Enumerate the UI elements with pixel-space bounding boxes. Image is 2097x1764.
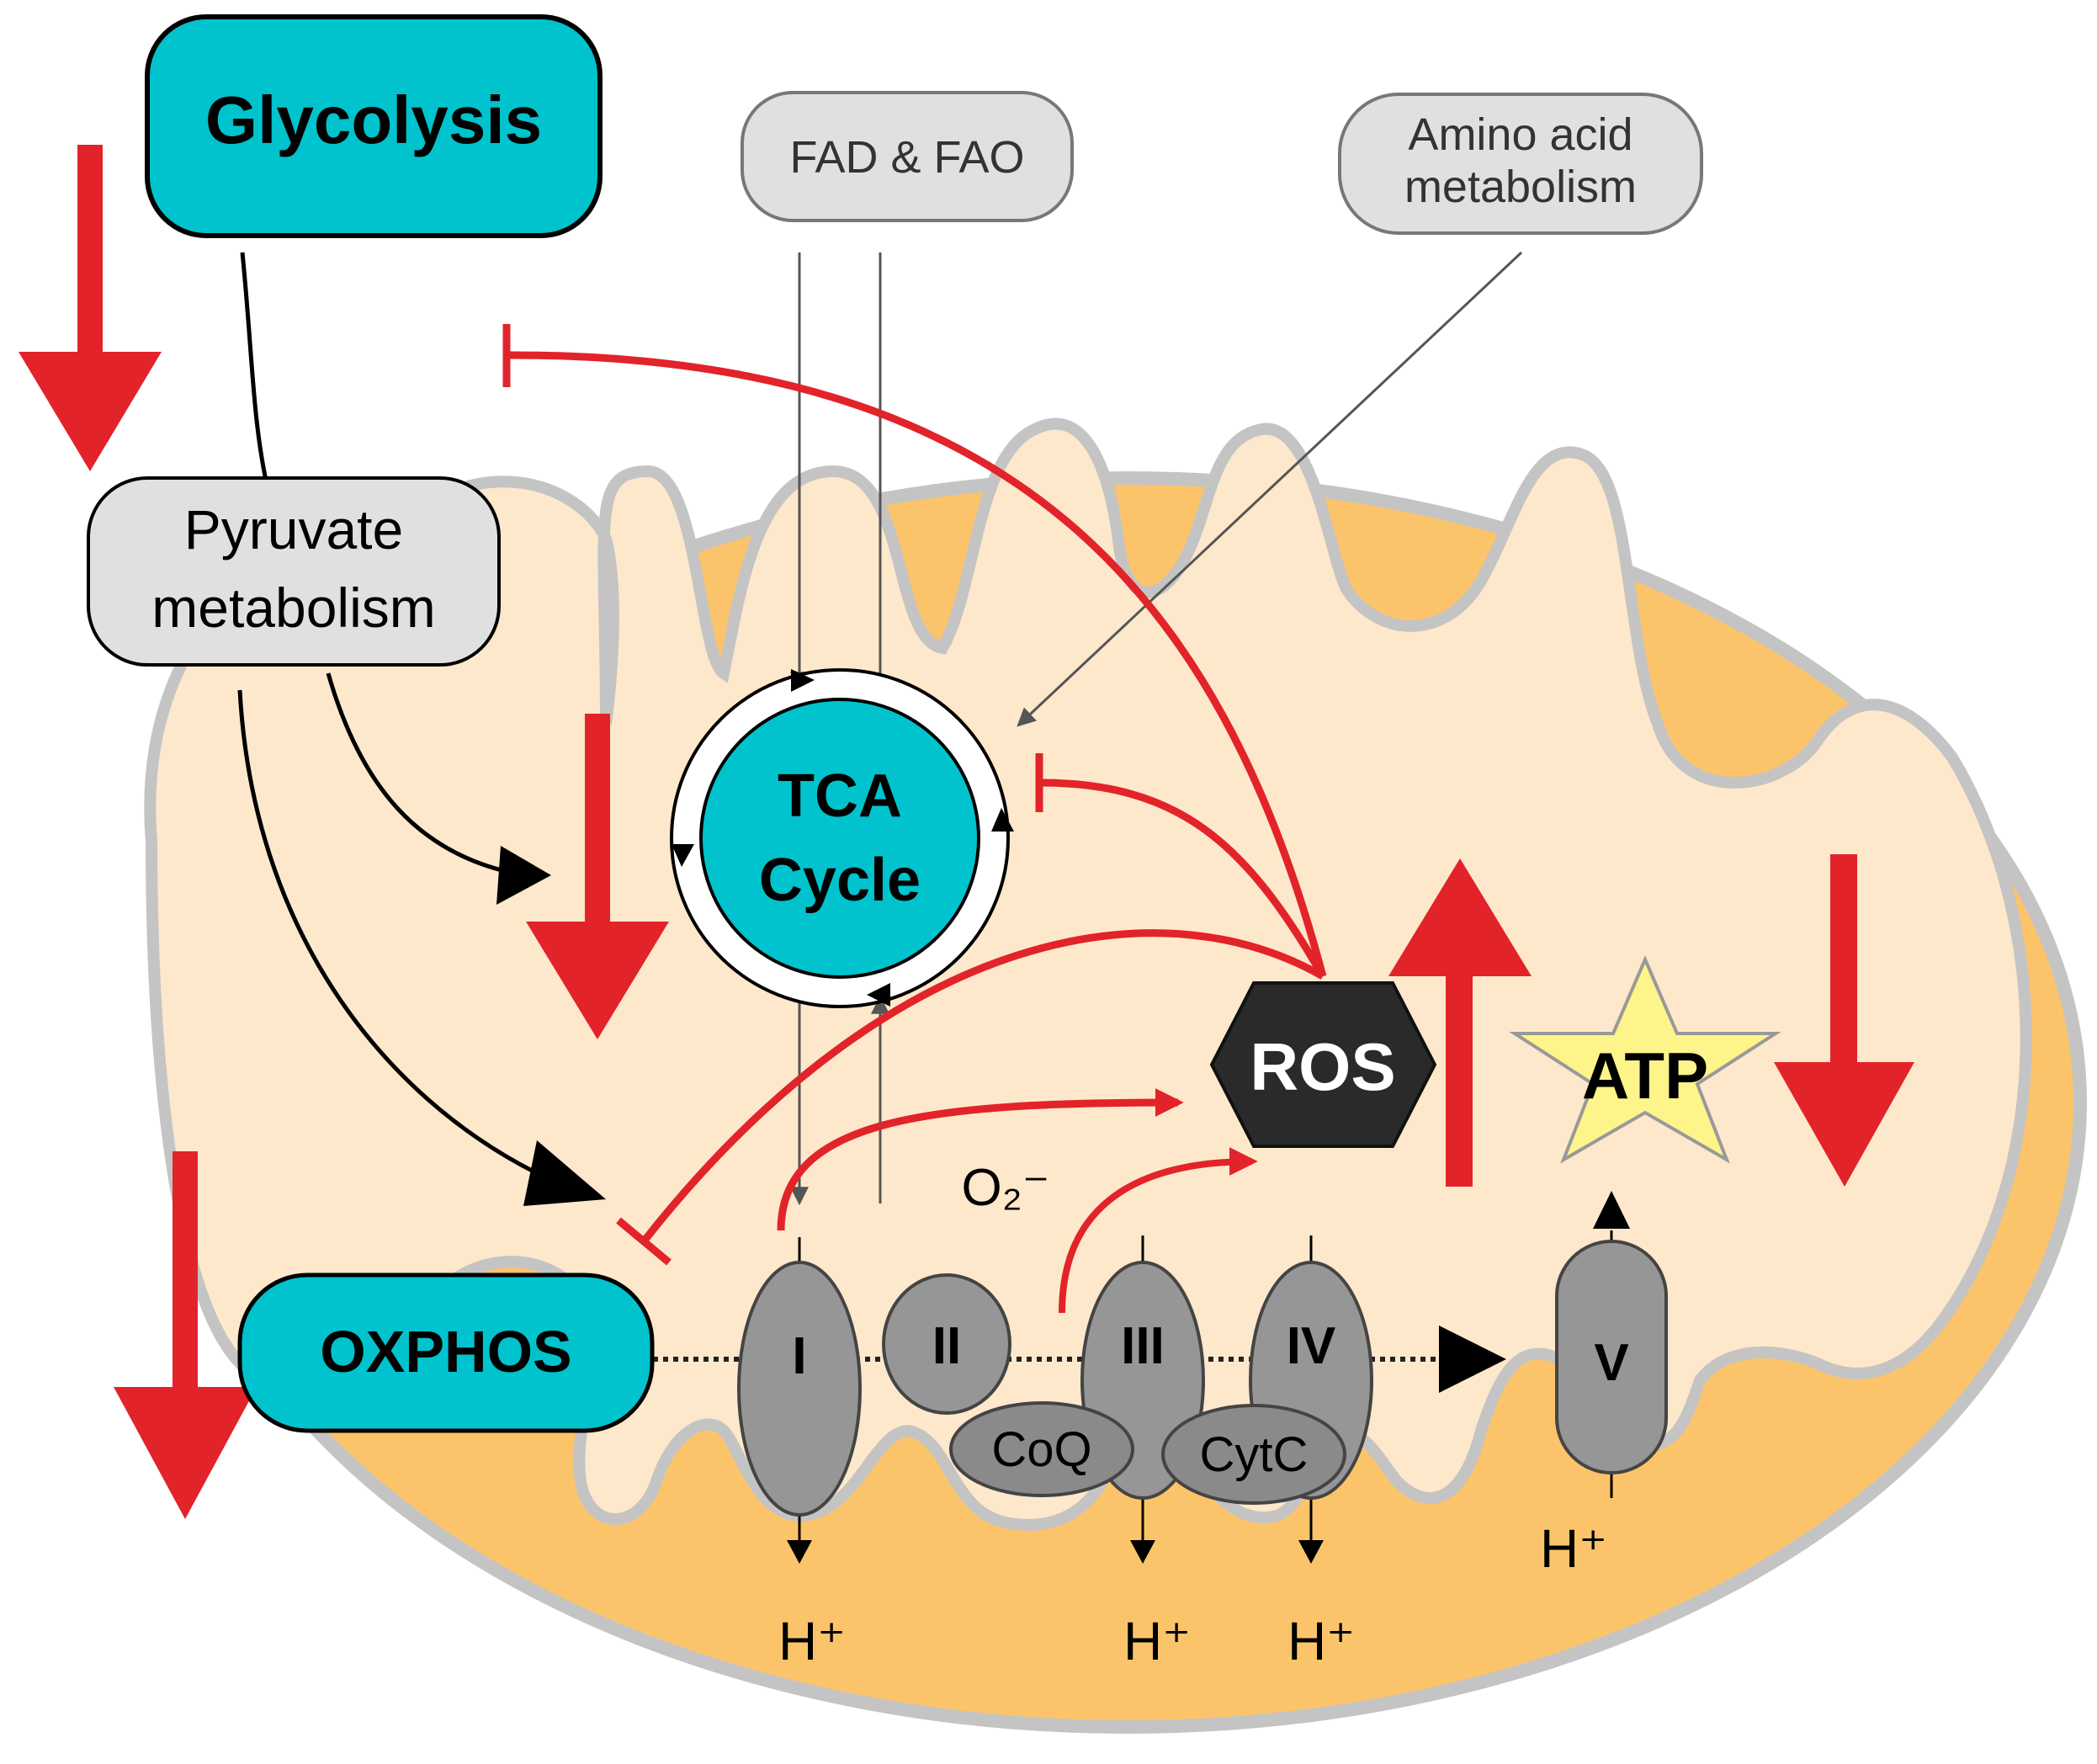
proton-label-I: H⁺ [778, 1611, 846, 1671]
ros-label: ROS [1250, 1029, 1395, 1104]
pyruvate-node: Pyruvate metabolism [87, 476, 501, 667]
cytc-label: CytC [1200, 1427, 1309, 1482]
atp-node: ATP [1509, 954, 1781, 1164]
tca-label-line1: TCA [778, 762, 902, 830]
oxphos-node: OXPHOS [237, 1273, 655, 1433]
superoxide-label: O₂⁻ [961, 1159, 1049, 1217]
trend-arrows [19, 145, 1914, 1519]
complex-V-label: V [1594, 1334, 1628, 1392]
glycolysis-down-arrow [19, 145, 162, 471]
glycolysis-label: Glycolysis [205, 82, 542, 157]
pyruvate-flux-arrows [237, 252, 606, 1206]
proton-label-III: H⁺ [1123, 1611, 1191, 1671]
complex-III-label: III [1121, 1317, 1165, 1375]
complex-IV-label: IV [1287, 1317, 1336, 1375]
inner-membrane-matrix [144, 417, 2032, 1531]
ros-feedback-lines [502, 324, 1327, 1314]
proton-label-V: H⁺ [1540, 1518, 1607, 1579]
proton-labels: H⁺ H⁺ H⁺ H⁺ [778, 1518, 1607, 1671]
ros-node: ROS [1209, 981, 1437, 1148]
complex-V [1555, 1240, 1668, 1474]
amino-acid-label-line2: metabolism [1404, 162, 1637, 212]
pyruvate-label-line2: metabolism [151, 576, 435, 639]
electron-transport-chain: I II III IV CoQ CytC V [623, 1191, 1668, 1564]
fad-fao-label: FAD & FAO [789, 132, 1024, 183]
proton-label-IV: H⁺ [1287, 1611, 1355, 1671]
amino-acid-node: Amino acid metabolism [1338, 93, 1703, 235]
atp-label: ATP [1582, 1039, 1708, 1113]
fad-fao-node: FAD & FAO [741, 91, 1074, 222]
tca-down-arrow [526, 714, 669, 1039]
tca-cycle: TCA Cycle [670, 668, 1014, 1008]
glycolysis-node: Glycolysis [145, 14, 603, 238]
complex-I-label: I [792, 1327, 806, 1385]
metabolic-input-arrows [790, 251, 1523, 1206]
complex-II-label: II [932, 1317, 961, 1375]
complex-II [882, 1273, 1011, 1415]
atp-down-arrow [1774, 854, 1914, 1187]
coq-carrier [949, 1401, 1134, 1497]
tca-label-line2: Cycle [759, 847, 921, 914]
amino-acid-label-line1: Amino acid [1408, 109, 1632, 160]
pyruvate-label-line1: Pyruvate [184, 498, 403, 561]
complex-I [737, 1261, 862, 1517]
oxphos-down-arrow [114, 1151, 257, 1519]
cytc-carrier [1161, 1404, 1346, 1505]
ros-up-arrow [1388, 858, 1532, 1187]
coq-label: CoQ [991, 1422, 1091, 1477]
oxphos-label: OXPHOS [320, 1319, 572, 1384]
